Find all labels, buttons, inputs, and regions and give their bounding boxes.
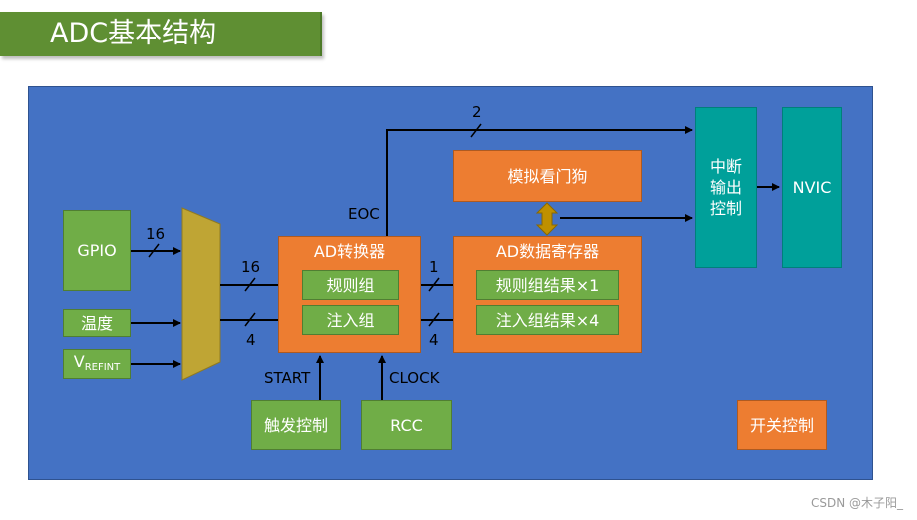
injected-result-label: 注入组结果×4: [495, 310, 600, 330]
bus-width-mux-injected: 4: [246, 331, 256, 349]
vrefint-main-text: V: [73, 351, 85, 371]
watchdog-double-arrow: [535, 202, 559, 236]
page-title: ADC基本结构: [50, 18, 217, 49]
data-register-header: AD数据寄存器: [495, 242, 600, 261]
adc-regular-group: 规则组: [302, 270, 399, 300]
clock-label: CLOCK: [389, 369, 440, 387]
interrupt-control-label: 中断 输出 控制: [709, 157, 742, 218]
switch-control-block: 开关控制: [737, 400, 827, 450]
wire-eoc: [386, 126, 693, 236]
analog-watchdog-block: 模拟看门狗: [453, 150, 642, 202]
bus-width-mux-regular: 16: [241, 258, 261, 276]
rcc-block: RCC: [361, 400, 452, 450]
start-label: START: [264, 369, 311, 387]
multiplexer: [181, 207, 221, 381]
injected-result-register: 注入组结果×4: [476, 305, 619, 335]
interrupt-control-block: 中断 输出 控制: [695, 107, 757, 268]
gpio-label: GPIO: [77, 241, 117, 260]
nvic-block: NVIC: [782, 107, 842, 268]
vrefint-label: VREFINT: [74, 351, 121, 378]
adc-injected-group: 注入组: [302, 305, 399, 335]
bus-slash-injected-result: [428, 312, 440, 327]
regular-result-register: 规则组结果×1: [476, 270, 619, 300]
vrefint-sub-text: REFINT: [84, 361, 121, 373]
nvic-label: NVIC: [792, 178, 832, 197]
bus-width-gpio: 16: [146, 225, 166, 243]
trigger-control-label: 触发控制: [263, 415, 328, 435]
temperature-label: 温度: [80, 313, 113, 333]
title-banner: ADC基本结构: [0, 12, 322, 56]
switch-control-label: 开关控制: [749, 415, 814, 435]
rcc-label: RCC: [390, 415, 423, 435]
adc-regular-label: 规则组: [326, 275, 375, 295]
gpio-block: GPIO: [63, 210, 131, 291]
bus-slash-regular-result: [428, 277, 440, 292]
trigger-control-block: 触发控制: [251, 400, 341, 450]
bus-width-eoc: 2: [472, 103, 482, 121]
bus-width-out-regular: 1: [429, 258, 439, 276]
watermark: CSDN @木子阳_: [810, 496, 903, 510]
bus-slash-mux-regular: [244, 277, 256, 292]
eoc-label: EOC: [348, 205, 380, 223]
bus-slash-gpio: [148, 243, 160, 258]
vrefint-block: VREFINT: [63, 349, 131, 379]
adc-converter-header: AD转换器: [313, 242, 386, 261]
regular-result-label: 规则组结果×1: [495, 275, 600, 295]
bus-width-out-injected: 4: [429, 331, 439, 349]
analog-watchdog-label: 模拟看门狗: [507, 166, 588, 186]
bus-slash-eoc: [470, 123, 482, 138]
temperature-block: 温度: [63, 309, 131, 337]
bus-slash-mux-injected: [244, 312, 256, 327]
adc-injected-label: 注入组: [326, 310, 375, 330]
